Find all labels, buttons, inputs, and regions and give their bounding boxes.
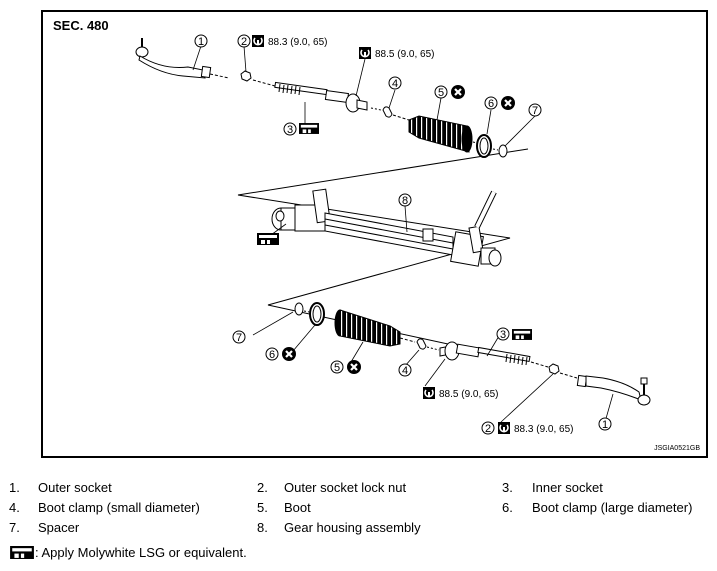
legend-label: Outer socket (38, 480, 112, 495)
legend-num: 3. (502, 480, 513, 495)
boot-clamp-large-bottom (309, 302, 325, 326)
callout-7-top: 7 (528, 103, 542, 117)
torque-value-inner-socket-top: 88.5 (9.0, 65) (375, 49, 434, 60)
boot-bottom (334, 309, 416, 347)
legend-label: Boot clamp (large diameter) (532, 500, 693, 515)
do-not-reuse-icon (501, 96, 515, 110)
callout-1-top: 1 (194, 34, 208, 48)
callout-2-top: 2 (237, 34, 251, 48)
legend-num: 6. (502, 500, 513, 515)
outer-socket-bottom (576, 374, 651, 406)
grease-apply-icon (299, 123, 319, 134)
torque-wrench-icon (498, 422, 510, 434)
svg-text:7: 7 (532, 105, 538, 117)
boot-clamp-large-top (476, 134, 492, 158)
torque-wrench-icon (359, 47, 371, 59)
inner-socket-top (274, 81, 368, 113)
callout-3-bottom: 3 (496, 327, 510, 341)
legend-num: 7. (9, 520, 20, 535)
legend-num: 1. (9, 480, 20, 495)
legend-label: Gear housing assembly (284, 520, 421, 535)
legend-num: 2. (257, 480, 268, 495)
svg-text:5: 5 (438, 87, 444, 99)
do-not-reuse-icon (451, 85, 465, 99)
do-not-reuse-icon (282, 347, 296, 361)
torque-value-inner-socket-bottom: 88.5 (9.0, 65) (439, 389, 498, 400)
grease-apply-icon (257, 233, 279, 245)
callout-labels: 1 2 4 5 6 7 3 8 7 6 5 4 3 2 1 (194, 34, 612, 435)
svg-text:1: 1 (602, 419, 608, 431)
grease-note-text: : Apply Molywhite LSG or equivalent. (35, 545, 247, 560)
callout-6-top: 6 (484, 96, 498, 110)
torque-wrench-icon (252, 35, 264, 47)
callout-6-bottom: 6 (265, 347, 279, 361)
svg-text:4: 4 (392, 78, 398, 90)
svg-text:2: 2 (241, 36, 247, 48)
inner-socket-bottom (439, 341, 549, 368)
legend-label: Boot (284, 500, 311, 515)
svg-text:1: 1 (198, 36, 204, 48)
callout-3-top: 3 (283, 122, 297, 136)
legend-label: Spacer (38, 520, 80, 535)
torque-values: 88.3 (9.0, 65) 88.5 (9.0, 65) 88.5 (9.0,… (268, 37, 573, 435)
lock-nut-top (240, 70, 276, 87)
callout-4-bottom: 4 (398, 363, 412, 377)
grease-apply-icon (512, 329, 532, 340)
callout-5-bottom: 5 (330, 360, 344, 374)
legend-num: 5. (257, 500, 268, 515)
svg-text:2: 2 (485, 423, 491, 435)
svg-text:6: 6 (269, 349, 275, 361)
do-not-reuse-icon (347, 360, 361, 374)
spacer-bottom (294, 302, 310, 316)
figure-id: JSGIA0521GB (654, 445, 700, 452)
boot-clamp-small-bottom (416, 338, 440, 351)
exploded-view-figure: SEC. 480 (41, 10, 708, 458)
gear-housing-assembly (271, 188, 502, 267)
legend-label: Outer socket lock nut (284, 480, 407, 495)
svg-text:4: 4 (402, 365, 408, 377)
svg-text:8: 8 (402, 195, 408, 207)
callout-4-top: 4 (388, 76, 402, 90)
callout-7-bottom: 7 (232, 330, 246, 344)
callout-1-bottom: 1 (598, 417, 612, 431)
callout-2-bottom: 2 (481, 421, 495, 435)
grease-apply-icon (10, 546, 34, 559)
svg-text:6: 6 (488, 98, 494, 110)
svg-text:7: 7 (236, 332, 242, 344)
svg-text:3: 3 (287, 124, 293, 136)
torque-wrench-icon (423, 387, 435, 399)
diagram-canvas: 1 2 4 5 6 7 3 8 7 6 5 4 3 2 1 8 (135, 34, 651, 435)
svg-text:5: 5 (334, 362, 340, 374)
outer-socket-top (135, 38, 230, 79)
boot-top (408, 115, 478, 153)
spacer-top (492, 144, 508, 158)
boot-clamp-small-top (370, 106, 410, 121)
legend-label: Inner socket (532, 480, 603, 495)
legend-num: 8. (257, 520, 268, 535)
callout-5-top: 5 (434, 85, 448, 99)
legend-num: 4. (9, 500, 20, 515)
grease-note: : Apply Molywhite LSG or equivalent. (9, 545, 247, 560)
section-label: SEC. 480 (53, 18, 109, 33)
lock-nut-bottom (548, 363, 578, 379)
callout-8: 8 (398, 193, 412, 207)
legend-label: Boot clamp (small diameter) (38, 500, 200, 515)
svg-text:3: 3 (500, 329, 506, 341)
torque-value-lock-nut-bottom: 88.3 (9.0, 65) (514, 424, 573, 435)
torque-value-lock-nut-top: 88.3 (9.0, 65) (268, 37, 327, 48)
